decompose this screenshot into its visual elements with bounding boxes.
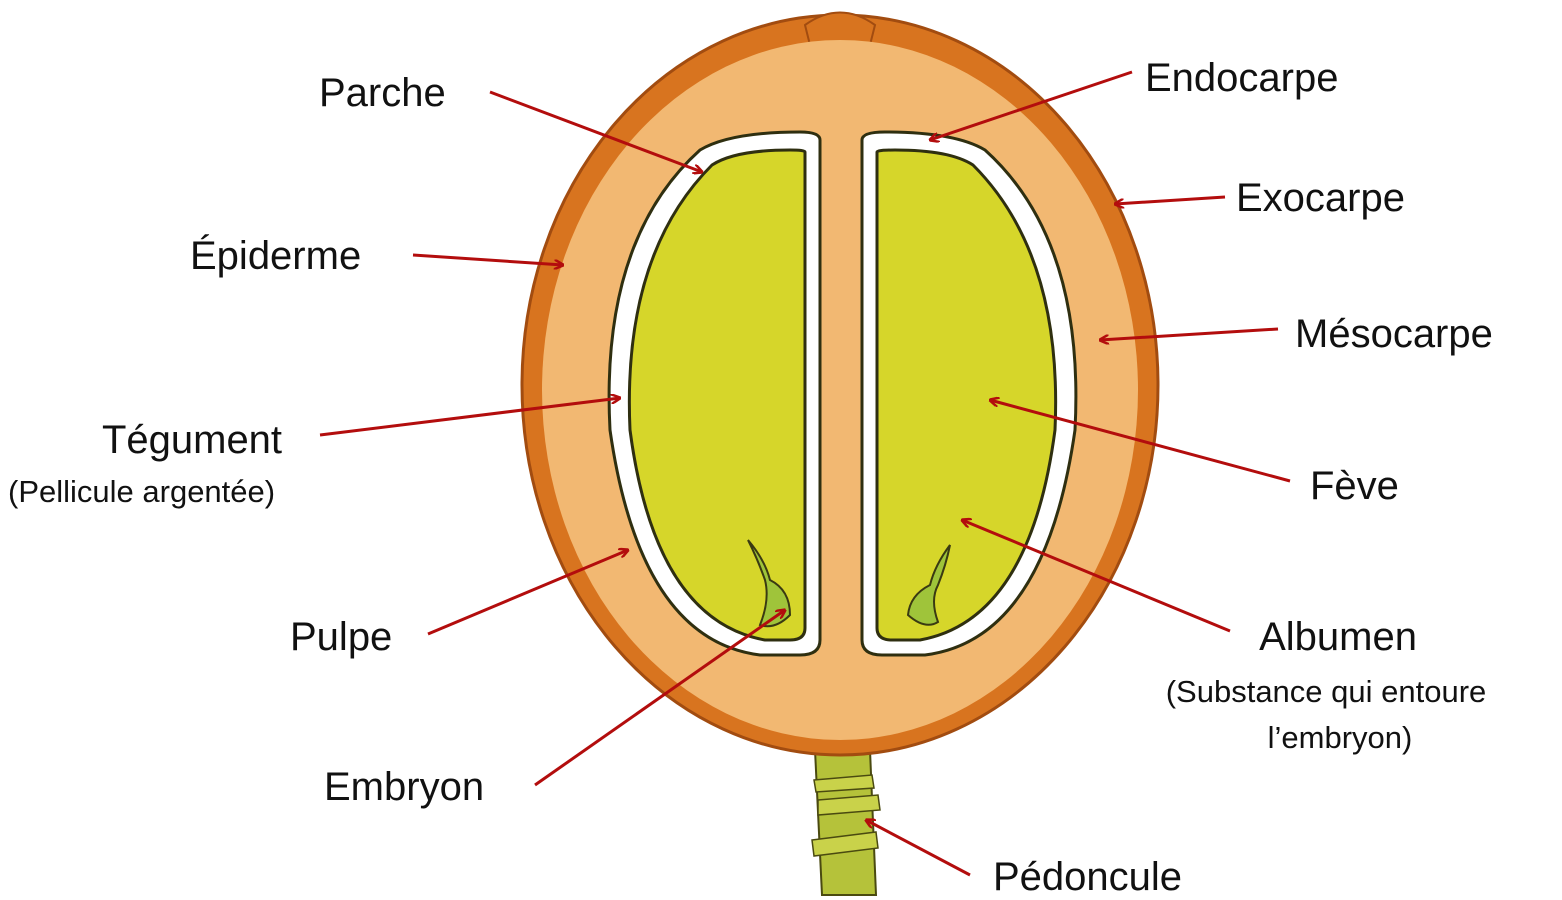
arrow-pedoncule xyxy=(866,820,970,875)
arrow-exocarpe xyxy=(1115,197,1225,204)
label-albumen-note-1: (Substance qui entoure xyxy=(1166,676,1487,707)
label-embryon: Embryon xyxy=(324,767,484,807)
label-endocarpe: Endocarpe xyxy=(1145,58,1338,98)
label-tegument: Tégument xyxy=(102,420,282,460)
label-parche: Parche xyxy=(319,73,446,113)
label-epiderme: Épiderme xyxy=(190,236,361,276)
label-albumen-note-2: l’embryon) xyxy=(1268,722,1413,753)
label-pulpe: Pulpe xyxy=(290,617,392,657)
label-pedoncule: Pédoncule xyxy=(993,857,1182,897)
label-mesocarpe: Mésocarpe xyxy=(1295,314,1493,354)
label-exocarpe: Exocarpe xyxy=(1236,178,1405,218)
label-feve: Fève xyxy=(1310,466,1399,506)
label-tegument-note: (Pellicule argentée) xyxy=(8,476,275,507)
label-albumen: Albumen xyxy=(1259,617,1417,657)
